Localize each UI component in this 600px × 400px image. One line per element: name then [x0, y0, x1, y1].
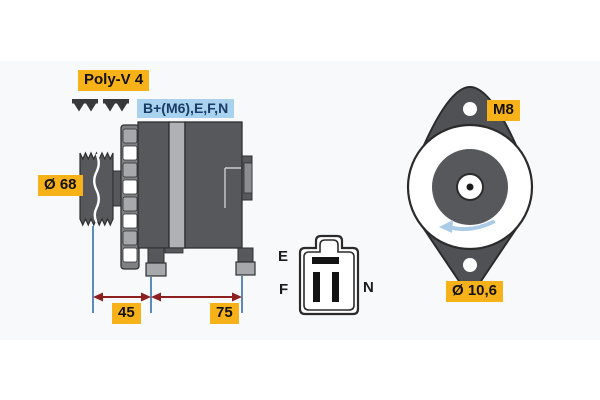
alternator-side-view [79, 121, 256, 277]
bracket-rib [122, 196, 138, 212]
bracket-rib [122, 162, 138, 178]
belt-type-label: Poly-V 4 [78, 70, 150, 91]
rotation-arrowhead [439, 220, 453, 233]
front-housing [137, 121, 170, 249]
dimension-lines [92, 226, 243, 313]
rotation-direction-arrow-icon [447, 220, 495, 232]
bracket-rib [122, 128, 138, 144]
arrowhead [151, 292, 161, 302]
connector-outer-outline [298, 234, 360, 316]
bracket-rib [122, 213, 138, 229]
poly-v-belt-profile-icon [103, 99, 129, 112]
bracket-rib [122, 179, 138, 195]
connector-pin-f-label: F [279, 281, 289, 298]
connector-inner-outline [303, 239, 355, 311]
arrowhead [93, 292, 103, 302]
bottom-mounting-hole [463, 258, 477, 272]
connector-pin-n-label: N [363, 279, 374, 296]
left-foot-pad [145, 262, 167, 277]
arrowhead [141, 292, 151, 302]
shaft-center [466, 183, 474, 191]
bracket-rib [122, 247, 138, 263]
belt-profile-icons [72, 99, 129, 112]
stator-strip [168, 121, 186, 249]
mount-thread-label: M8 [487, 100, 520, 121]
alternator-front-view [406, 85, 534, 290]
rear-housing-seam [224, 167, 241, 208]
poly-v-belt-profile-icon [72, 99, 98, 112]
rear-terminal-face [243, 162, 253, 194]
top-mounting-hole [463, 102, 477, 116]
terminal-label: B+(M6),E,F,N [137, 99, 235, 119]
housing-bottom-step [164, 247, 184, 254]
pulley-break-line [93, 153, 100, 223]
bracket-rib [122, 145, 138, 161]
hole-diameter-label: Ø 10,6 [446, 281, 504, 302]
dimension-75-label: 75 [210, 303, 239, 324]
pin-slot-f [313, 272, 320, 302]
pulley-diameter-label: Ø 68 [38, 175, 83, 196]
right-foot-pad [235, 261, 256, 276]
pin-slot-n [332, 272, 339, 302]
pin-slot-e [312, 257, 339, 264]
connector-pinout [298, 234, 360, 316]
connector-pin-e-label: E [278, 248, 289, 265]
bracket-rib [122, 230, 138, 246]
dimension-45-label: 45 [112, 303, 141, 324]
arrowhead [232, 292, 242, 302]
rear-housing [184, 121, 243, 249]
